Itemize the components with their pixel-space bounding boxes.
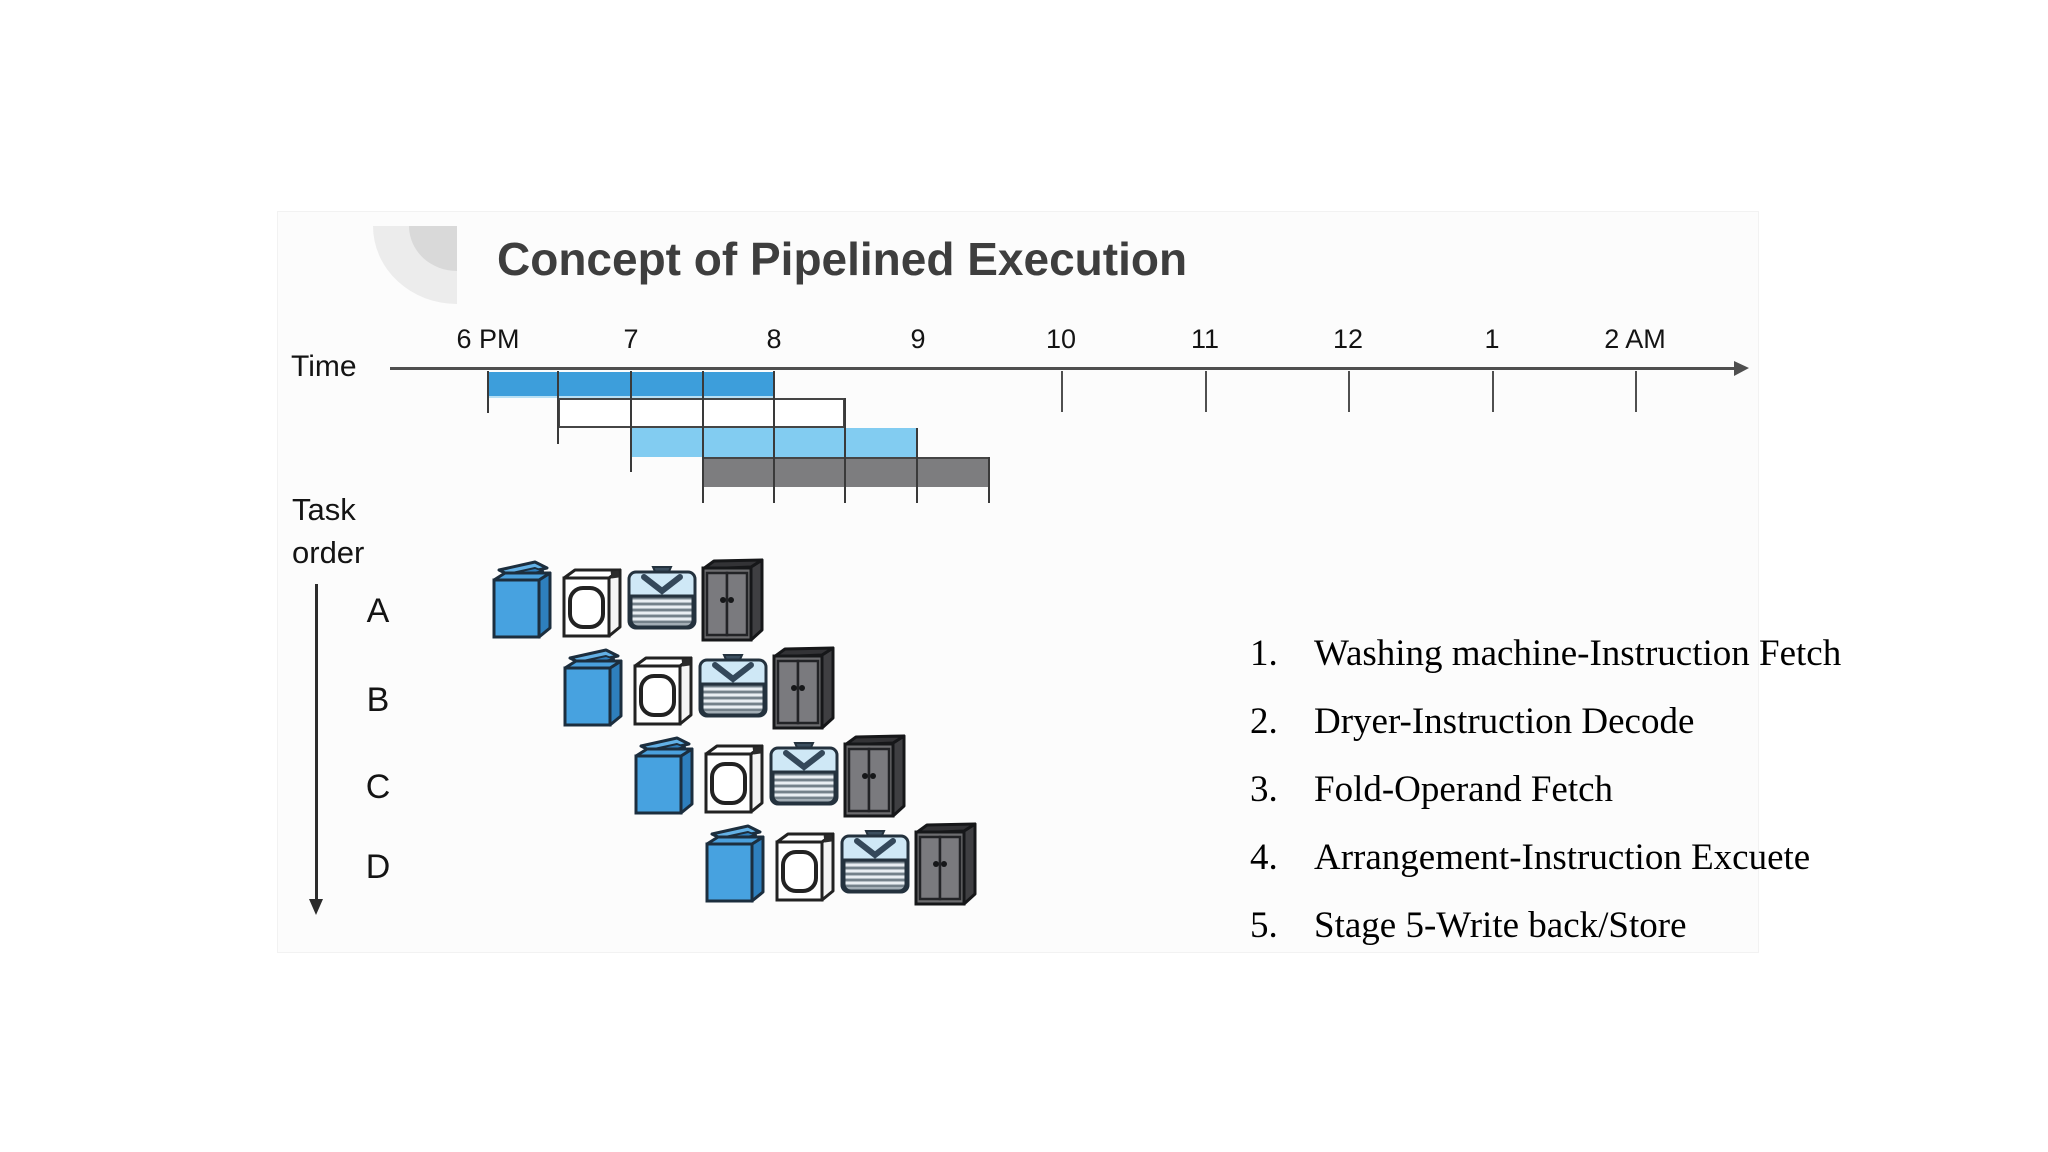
axis-tick-label: 12 — [1332, 324, 1364, 354]
stage-boundary-line — [702, 371, 704, 503]
stage-boundary-line — [988, 457, 990, 503]
legend-item: 4. Arrangement-Instruction Excuete — [1250, 836, 1810, 879]
axis-tick-label: 7 — [623, 324, 639, 354]
arrangement-cabinet-icon — [698, 554, 766, 642]
axis-tick-label: 8 — [766, 324, 782, 354]
axis-tick — [1492, 371, 1494, 412]
axis-tick — [1635, 371, 1637, 412]
stage-boundary-line — [916, 428, 918, 503]
fold-icon — [769, 742, 839, 806]
legend-item-text: Arrangement-Instruction Excuete — [1314, 837, 1811, 878]
task-row-label-b: B — [366, 681, 390, 719]
legend-item: 3. Fold-Operand Fetch — [1250, 768, 1613, 811]
axis-tick-label: 1 — [1484, 324, 1500, 354]
legend-item-number: 2. — [1250, 701, 1278, 742]
washing-machine-icon — [489, 554, 555, 640]
time-axis-line — [390, 367, 1736, 370]
task-row-label-a: A — [366, 592, 390, 630]
task-order-label: Task order — [292, 492, 365, 570]
task-row-label-c: C — [365, 768, 391, 806]
time-axis-label: Time — [291, 350, 357, 383]
arrangement-cabinet-icon — [769, 642, 837, 730]
legend-item-number: 5. — [1250, 905, 1278, 946]
stage-boundary-line — [844, 398, 846, 503]
legend-item-text: Dryer-Instruction Decode — [1314, 701, 1695, 742]
legend-item-text: Fold-Operand Fetch — [1314, 769, 1614, 810]
dryer-icon — [773, 822, 837, 904]
fold-icon — [698, 654, 768, 718]
stage-boundary-line — [773, 371, 775, 503]
stage-boundary-line — [557, 371, 559, 444]
page-title: Concept of Pipelined Execution — [497, 233, 1188, 285]
pipeline-bar-task-b — [558, 398, 845, 428]
task-row-label-d: D — [365, 848, 391, 886]
stage-boundary-line — [630, 371, 632, 472]
legend-item-number: 4. — [1250, 837, 1278, 878]
legend-item-number: 1. — [1250, 633, 1278, 674]
arrangement-cabinet-icon — [911, 818, 979, 906]
legend-item: 2. Dryer-Instruction Decode — [1250, 700, 1694, 743]
arrangement-cabinet-icon — [840, 730, 908, 818]
task-order-arrowhead — [309, 899, 323, 915]
axis-tick-label: 6 PM — [456, 324, 520, 354]
dryer-icon — [560, 558, 624, 640]
axis-tick-label: 9 — [910, 324, 926, 354]
legend-item: 1. Washing machine-Instruction Fetch — [1250, 632, 1841, 675]
legend-item-number: 3. — [1250, 769, 1278, 810]
axis-tick-label: 10 — [1045, 324, 1077, 354]
task-order-arrow — [315, 584, 318, 900]
dryer-icon — [702, 734, 766, 816]
legend-item-text: Stage 5-Write back/Store — [1314, 905, 1687, 946]
stage-boundary-line — [487, 371, 489, 413]
time-axis-arrowhead — [1734, 361, 1749, 376]
axis-tick — [1205, 371, 1207, 412]
washing-machine-icon — [631, 730, 697, 816]
axis-tick — [1061, 371, 1063, 412]
washing-machine-icon — [560, 642, 626, 728]
axis-tick-label: 2 AM — [1604, 324, 1666, 354]
legend-item: 5. Stage 5-Write back/Store — [1250, 904, 1687, 947]
fold-icon — [627, 566, 697, 630]
axis-tick — [1348, 371, 1350, 412]
legend-item-text: Washing machine-Instruction Fetch — [1314, 633, 1842, 674]
washing-machine-icon — [702, 818, 768, 904]
axis-tick-label: 11 — [1190, 324, 1220, 354]
pipeline-bar-task-d — [703, 457, 989, 487]
fold-icon — [840, 830, 910, 894]
dryer-icon — [631, 646, 695, 728]
